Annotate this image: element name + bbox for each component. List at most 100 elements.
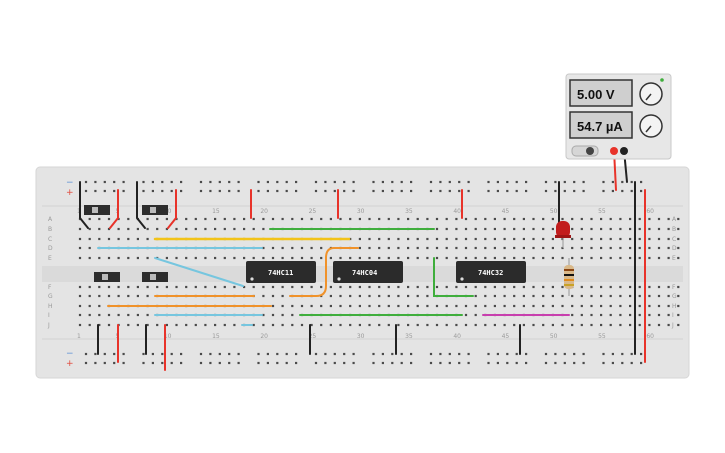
breadboard-hole[interactable]	[525, 361, 528, 365]
breadboard-hole[interactable]	[532, 227, 535, 231]
breadboard-hole[interactable]	[84, 361, 88, 365]
breadboard-hole[interactable]	[339, 217, 342, 221]
breadboard-hole[interactable]	[532, 217, 535, 221]
breadboard-hole[interactable]	[156, 217, 159, 221]
breadboard-hole[interactable]	[493, 323, 496, 327]
breadboard-hole[interactable]	[122, 180, 125, 184]
breadboard-hole[interactable]	[590, 323, 593, 327]
breadboard-hole[interactable]	[107, 217, 111, 221]
wire-black-switch2[interactable]	[136, 181, 146, 229]
breadboard-hole[interactable]	[467, 352, 470, 356]
breadboard-hole[interactable]	[88, 313, 91, 317]
breadboard-hole[interactable]	[503, 294, 506, 298]
breadboard-hole[interactable]	[271, 256, 275, 260]
breadboard-hole[interactable]	[515, 352, 518, 356]
breadboard-hole[interactable]	[611, 361, 614, 365]
breadboard-hole[interactable]	[667, 227, 670, 231]
breadboard-hole[interactable]	[448, 180, 451, 184]
breadboard-hole[interactable]	[252, 285, 255, 289]
breadboard-hole[interactable]	[496, 189, 499, 193]
breadboard-hole[interactable]	[448, 189, 451, 193]
breadboard-hole[interactable]	[542, 246, 545, 250]
breadboard-hole[interactable]	[484, 227, 487, 231]
breadboard-hole[interactable]	[262, 246, 265, 250]
breadboard-hole[interactable]	[677, 227, 680, 231]
breadboard-hole[interactable]	[161, 352, 164, 356]
breadboard-hole[interactable]	[602, 189, 605, 193]
breadboard-hole[interactable]	[387, 217, 390, 221]
breadboard-hole[interactable]	[237, 180, 240, 184]
breadboard-hole[interactable]	[426, 256, 429, 260]
wire-green-right[interactable]	[433, 257, 474, 297]
breadboard-hole[interactable]	[464, 323, 468, 327]
breadboard-hole[interactable]	[464, 313, 468, 317]
breadboard-hole[interactable]	[78, 256, 82, 260]
breadboard-hole[interactable]	[378, 323, 381, 327]
breadboard-hole[interactable]	[525, 352, 528, 356]
breadboard-hole[interactable]	[458, 361, 461, 365]
breadboard-hole[interactable]	[204, 285, 207, 289]
breadboard-hole[interactable]	[580, 294, 583, 298]
breadboard-hole[interactable]	[199, 180, 203, 184]
breadboard-hole[interactable]	[320, 246, 323, 250]
breadboard-hole[interactable]	[257, 352, 260, 356]
breadboard-hole[interactable]	[657, 237, 661, 241]
breadboard-hole[interactable]	[343, 189, 346, 193]
breadboard-hole[interactable]	[582, 361, 585, 365]
breadboard-hole[interactable]	[372, 180, 375, 184]
breadboard-hole[interactable]	[88, 237, 91, 241]
breadboard-hole[interactable]	[638, 323, 641, 327]
breadboard-hole[interactable]	[580, 285, 583, 289]
breadboard-hole[interactable]	[561, 323, 564, 327]
breadboard-hole[interactable]	[300, 285, 304, 289]
breadboard-hole[interactable]	[368, 246, 371, 250]
breadboard-hole[interactable]	[445, 285, 448, 289]
breadboard-hole[interactable]	[88, 304, 91, 308]
breadboard-hole[interactable]	[146, 256, 149, 260]
breadboard-hole[interactable]	[544, 180, 548, 184]
breadboard-hole[interactable]	[285, 189, 288, 193]
breadboard-hole[interactable]	[657, 304, 661, 308]
breadboard-hole[interactable]	[435, 246, 439, 250]
breadboard-hole[interactable]	[391, 361, 394, 365]
breadboard-hole[interactable]	[410, 361, 413, 365]
breadboard-hole[interactable]	[609, 285, 612, 289]
breadboard-hole[interactable]	[310, 323, 313, 327]
breadboard-hole[interactable]	[271, 217, 275, 221]
breadboard-hole[interactable]	[233, 285, 236, 289]
breadboard-hole[interactable]	[580, 304, 583, 308]
breadboard-hole[interactable]	[571, 323, 574, 327]
breadboard-hole[interactable]	[300, 256, 304, 260]
breadboard-hole[interactable]	[667, 304, 670, 308]
breadboard-hole[interactable]	[223, 285, 226, 289]
breadboard-hole[interactable]	[320, 217, 323, 221]
breadboard-hole[interactable]	[503, 227, 506, 231]
breadboard-hole[interactable]	[551, 246, 554, 250]
breadboard-hole[interactable]	[600, 313, 603, 317]
breadboard-hole[interactable]	[435, 256, 439, 260]
switch-4[interactable]	[142, 272, 168, 282]
breadboard-hole[interactable]	[175, 285, 178, 289]
breadboard-hole[interactable]	[387, 304, 390, 308]
breadboard-hole[interactable]	[609, 237, 612, 241]
breadboard-hole[interactable]	[400, 361, 403, 365]
breadboard-hole[interactable]	[368, 256, 371, 260]
breadboard-hole[interactable]	[621, 361, 624, 365]
breadboard-hole[interactable]	[640, 352, 643, 356]
breadboard-hole[interactable]	[439, 189, 442, 193]
psu-terminal-negative[interactable]	[620, 147, 628, 155]
breadboard-hole[interactable]	[339, 304, 342, 308]
breadboard-hole[interactable]	[571, 246, 574, 250]
breadboard-hole[interactable]	[349, 294, 352, 298]
breadboard-hole[interactable]	[506, 361, 509, 365]
breadboard-hole[interactable]	[503, 323, 506, 327]
breadboard-hole[interactable]	[329, 285, 332, 289]
breadboard-hole[interactable]	[175, 323, 178, 327]
breadboard-hole[interactable]	[94, 361, 97, 365]
breadboard-hole[interactable]	[107, 294, 111, 298]
breadboard-hole[interactable]	[324, 189, 327, 193]
breadboard-hole[interactable]	[513, 256, 516, 260]
breadboard-hole[interactable]	[368, 237, 371, 241]
breadboard-hole[interactable]	[320, 285, 323, 289]
breadboard-hole[interactable]	[387, 237, 390, 241]
